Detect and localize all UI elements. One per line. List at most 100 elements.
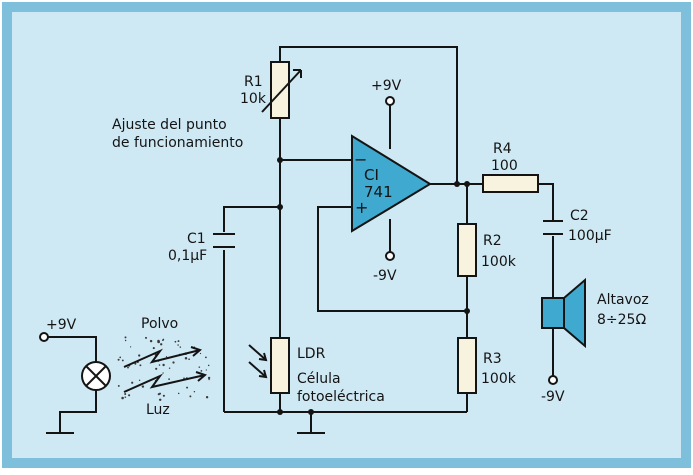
dust-particle [117,384,120,387]
light-ray-icon [123,346,207,393]
r3-name-label: R3 [483,351,502,367]
junction-dot [277,409,283,415]
dust-particle [152,347,155,350]
dust-particle [200,370,203,372]
wires [48,46,554,432]
speaker-supply-label: -9V [541,389,565,405]
dust-particle [157,393,160,396]
dust-particle [199,352,202,355]
terminal-neg-supply [385,251,395,261]
dust-particle [177,344,179,346]
dust-particle [144,336,148,339]
dust-particle [138,379,141,382]
opamp-supply-neg-label: -9V [373,268,397,284]
opamp-supply-pos-label: +9V [371,78,402,94]
resistor-icon [457,337,477,394]
dust-label: Polvo [141,316,178,332]
dust-particle [130,346,132,348]
r1-note-line1: Ajuste del punto [112,117,227,133]
r1-name-label: R1 [244,74,263,90]
dust-particle [119,356,122,359]
dust-particle [186,386,189,389]
dust-particle [158,398,162,402]
ldr-name-label: LDR [297,346,326,362]
dust-particle [149,339,153,343]
wire-r4-to-c2 [538,183,554,220]
speaker-name-label: Altavoz [597,292,649,308]
c1-name-label: C1 [187,231,206,247]
variable-resistor-icon [261,61,302,119]
dust-particle [124,336,127,339]
r1-value-label: 10k [240,91,267,107]
r2-value-label: 100k [481,254,517,270]
dust-particle [177,392,180,395]
dust-particle [121,396,124,400]
capacitor-icon [213,233,235,248]
dust-particle [193,391,196,393]
dust-particle [204,356,207,359]
dust-particle [124,396,127,398]
light-label: Luz [146,402,170,418]
labels: R1 10k Ajuste del punto de funcionamient… [46,74,649,418]
dust-particle [121,359,124,362]
resistor-icon [482,174,539,193]
dust-particle [188,358,190,361]
lamp-icon [81,361,111,391]
r4-value-label: 100 [491,158,518,174]
opamp-noninverting-sign: + [355,198,368,217]
dust-particle [138,354,141,357]
c2-name-label: C2 [570,208,589,224]
dust-particle [162,394,165,397]
lamp-supply-label: +9V [46,317,77,333]
junctions [277,157,470,415]
dust-particle [179,346,182,348]
dust-particle [205,369,207,371]
dust-particle [160,343,163,346]
dust-particle [205,396,209,399]
junction-dot [464,181,470,187]
speaker-value-label: 8÷25Ω [597,312,646,328]
junction-dot [277,204,283,210]
r1-note-line2: de funcionamiento [112,135,243,151]
dust-particle [168,378,170,380]
dust-particle [207,364,210,367]
dust-particle [131,381,134,384]
dust-particle [189,395,192,398]
dust-particle [165,356,168,358]
terminal-lamp-supply [39,332,49,342]
terminal-speaker-neg [548,375,558,385]
wire-lamp-ground [59,390,97,432]
dust-particle [141,385,145,388]
dust-particle [124,392,127,396]
r2-name-label: R2 [483,233,502,249]
dust-particle [183,377,185,379]
dust-particle [198,366,201,368]
c1-value-label: 0,1µF [168,248,207,264]
dust-particle [172,361,175,364]
dust-particle [117,358,120,361]
terminal-pos-supply [385,96,395,106]
speaker-icon [541,277,586,349]
r4-name-label: R4 [493,141,512,157]
opamp-inverting-sign: − [354,150,367,169]
dust-particle [162,372,164,374]
dust-particle [177,340,180,343]
dust-particle [155,367,158,370]
dust-particle [127,366,129,369]
dust-particle [162,363,165,367]
dust-particle [174,340,177,343]
junction-dot [454,181,460,187]
opamp-icon [351,134,432,233]
dust-particle [168,367,171,369]
resistor-icon [457,223,477,277]
dust-particle [128,394,131,397]
wire-c1-top [223,206,280,232]
ldr-desc-line2: fotoeléctrica [297,389,385,405]
wire-noninverting-feedback [317,206,467,312]
capacitor-icon [543,220,563,235]
dust-particle [157,339,160,343]
dust-particle [158,364,161,366]
ldr-icon [248,337,290,394]
diagram-background [12,12,681,458]
